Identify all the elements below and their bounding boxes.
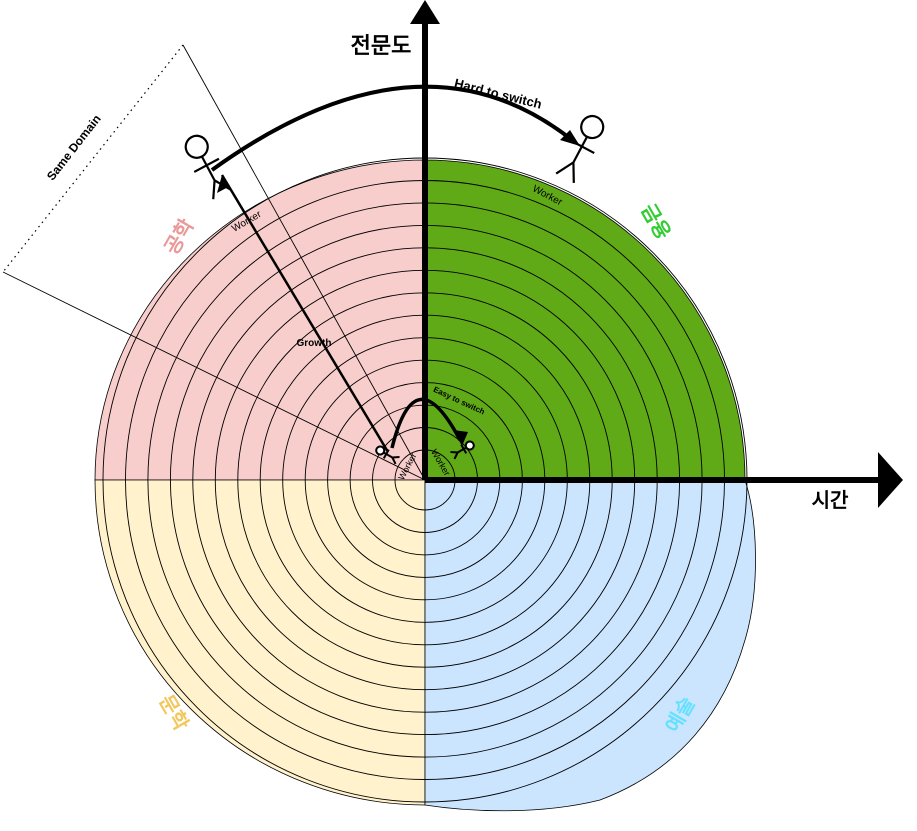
growth-label: Growth [297, 338, 332, 349]
axes: 전문도 시간 [351, 0, 903, 512]
engineering-quadrant [94, 159, 426, 481]
humanities-quadrant [94, 479, 426, 806]
y-axis-label: 전문도 [351, 33, 412, 58]
arts-quadrant [424, 479, 756, 812]
growth-arrow: Growth [217, 174, 390, 453]
quadrants [94, 159, 756, 812]
worker-figure-business [555, 114, 605, 183]
hard-to-switch-arrow: Hard to switch [210, 76, 580, 172]
same-domain-label: Same Domain [44, 112, 104, 183]
business-quadrant [424, 159, 746, 481]
hard-to-switch-label: Hard to switch [453, 76, 544, 112]
y-axis-arrowhead [410, 0, 440, 24]
worker-figure-engineering [184, 134, 232, 200]
worker-figure-small-right [450, 440, 475, 460]
worker-figure-small-left [375, 445, 400, 465]
x-axis-label: 시간 [812, 489, 849, 512]
business-label: 금융 [636, 200, 674, 243]
x-axis-arrowhead [878, 452, 903, 508]
